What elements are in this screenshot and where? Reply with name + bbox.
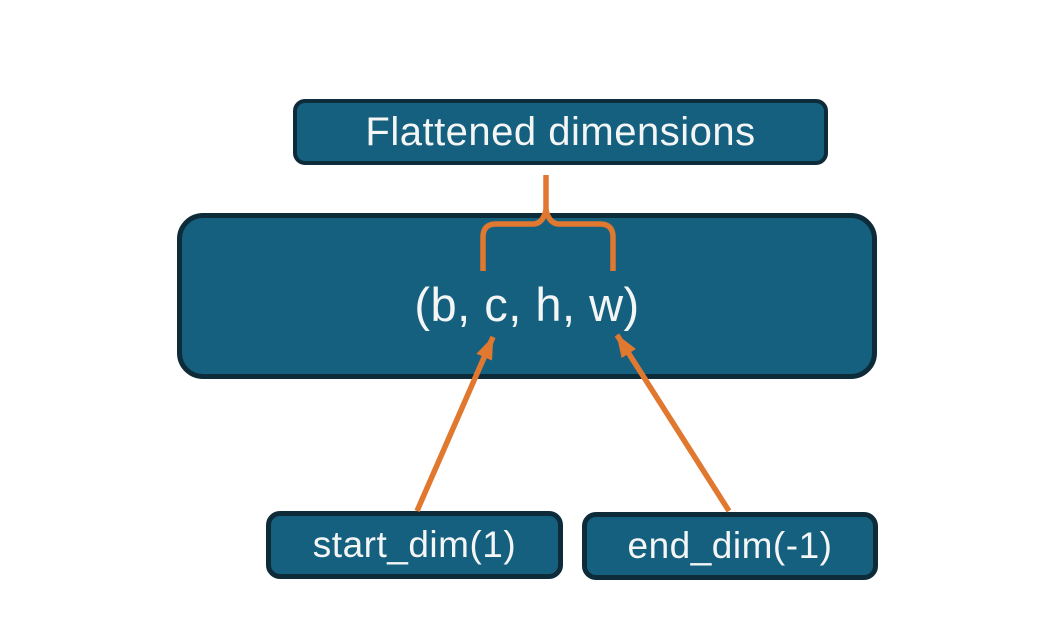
tensor-shape-label: (b, c, h, w): [414, 277, 640, 331]
start-dim-label: start_dim(1): [312, 524, 517, 565]
end-dim-label: end_dim(-1): [627, 525, 833, 566]
end-dim-node: end_dim(-1): [582, 512, 878, 580]
start-dim-node: start_dim(1): [266, 511, 563, 579]
flattened-dimensions-label: Flattened dimensions: [365, 109, 756, 154]
flattened-dimensions-node: Flattened dimensions: [293, 99, 828, 165]
tensor-shape-node: (b, c, h, w): [177, 213, 877, 379]
